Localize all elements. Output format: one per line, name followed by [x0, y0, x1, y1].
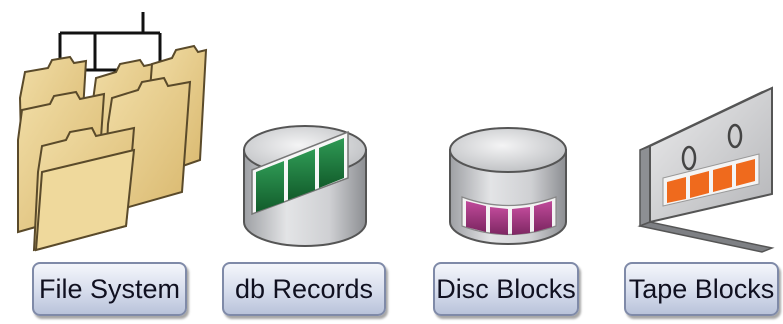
tape-blocks-label: Tape Blocks [624, 262, 779, 316]
db-records-label: db Records [222, 262, 386, 316]
db-record-strip [251, 130, 349, 216]
disc-block-strip [461, 196, 557, 236]
disc-blocks-label: Disc Blocks [433, 262, 579, 316]
tape-blocks-icon [637, 86, 775, 253]
disc-blocks-icon [449, 127, 567, 245]
file-system-label: File System [32, 262, 187, 316]
database-records-icon [243, 125, 367, 247]
tape-block-strip [662, 153, 760, 207]
folder-tree-icon [17, 12, 208, 252]
